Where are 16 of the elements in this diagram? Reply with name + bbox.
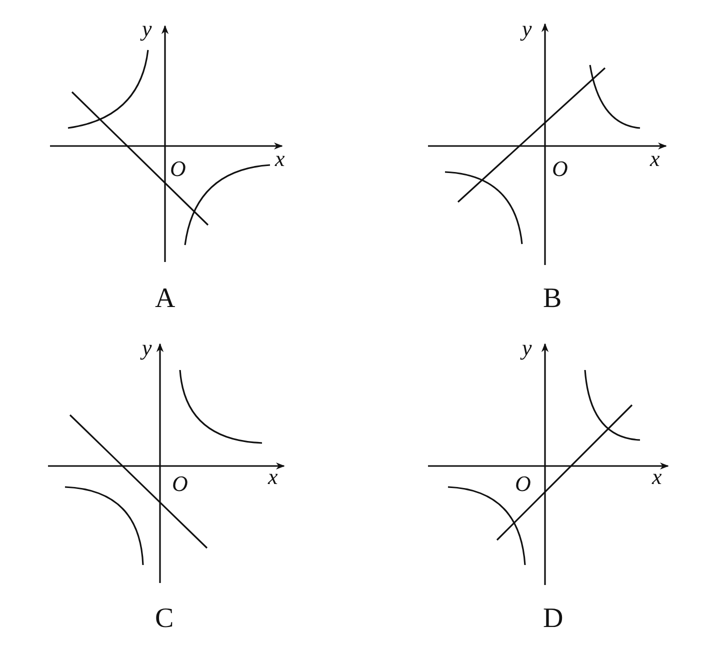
axis-label: x [268, 466, 278, 488]
axis-label: y [522, 18, 532, 40]
option-letter: A [155, 285, 176, 313]
option-letter: D [543, 605, 564, 633]
axis-label: y [142, 18, 152, 40]
option-letter: C [155, 605, 174, 633]
origin-label: O [552, 158, 568, 180]
axis-label: x [650, 148, 660, 170]
axis-label: y [522, 337, 532, 359]
axis-label: x [652, 466, 662, 488]
axis-label: x [275, 148, 285, 170]
axis-label: y [142, 337, 152, 359]
origin-label: O [172, 473, 188, 495]
origin-label: O [170, 158, 186, 180]
option-letter: B [543, 285, 562, 313]
origin-label: O [515, 473, 531, 495]
